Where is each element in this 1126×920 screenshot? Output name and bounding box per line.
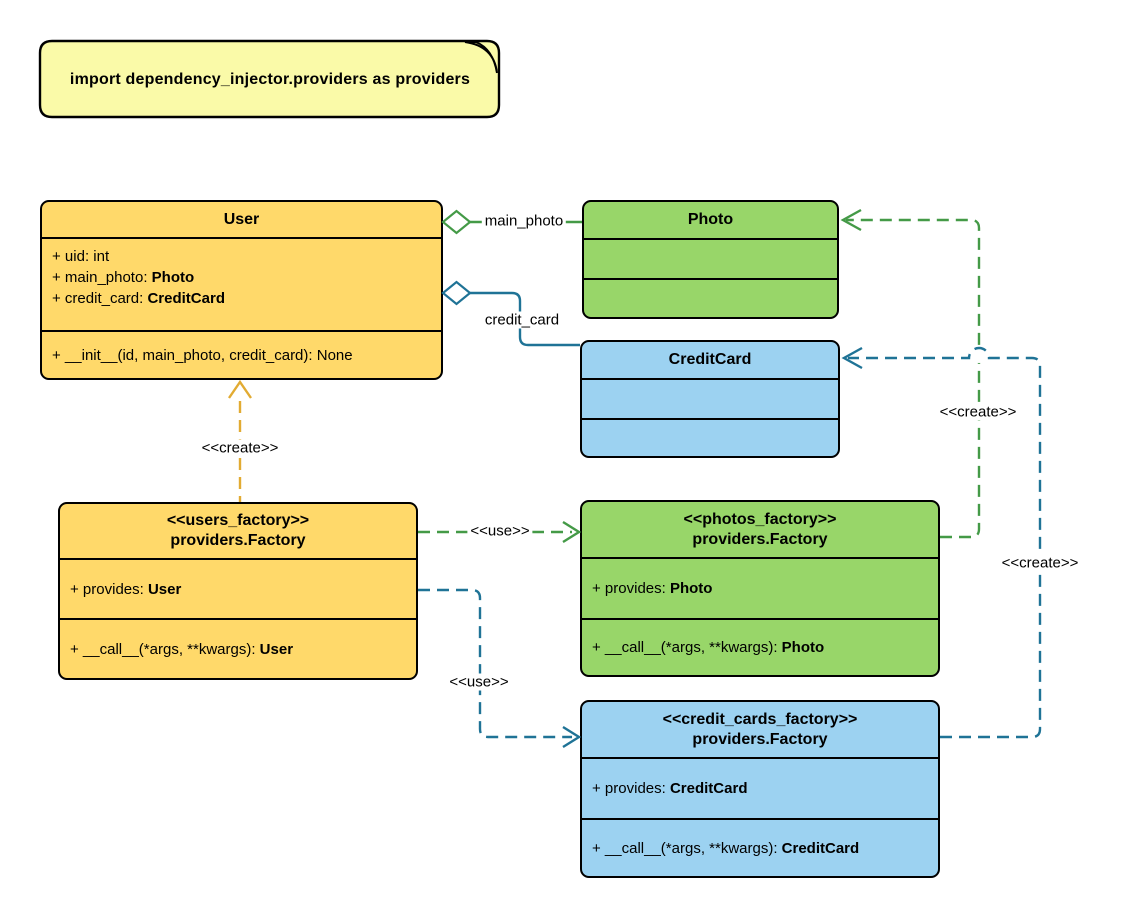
method-line: + __init__(id, main_photo, credit_card):… [52,346,353,364]
edge-label-create-photo: <<create>> [936,403,1020,421]
class-users-factory: <<users_factory>> providers.Factory + pr… [58,502,418,680]
edge-label-create-credit-card: <<create>> [998,554,1082,572]
class-photos-factory: <<photos_factory>> providers.Factory + p… [580,500,940,677]
edge-create-photo [840,208,981,539]
class-credit-cards-factory: <<credit_cards_factory>> providers.Facto… [580,700,940,878]
class-title-text: CreditCard [668,351,752,368]
class-users-factory-attributes: + provides: User [60,558,416,618]
class-photos-factory-attributes: + provides: Photo [582,557,938,618]
edge-use-credit-cards-factory [418,588,582,749]
class-title-text: User [223,210,260,228]
class-photos-factory-methods: + __call__(*args, **kwargs): Photo [582,618,938,675]
open-arrowhead-icon [562,520,582,544]
aggregation-diamond-icon [441,209,472,235]
class-credit-cards-factory-title: <<credit_cards_factory>> providers.Facto… [582,702,938,757]
attribute-line: + provides: User [70,580,182,598]
edge-label-main-photo: main_photo [481,212,567,230]
edge-label-use-credit-cards: <<use>> [446,673,512,691]
class-title-text: Photo [687,211,734,228]
class-user-title: User [42,202,441,237]
class-users-factory-title: <<users_factory>> providers.Factory [60,504,416,558]
class-title-text: providers.Factory [692,530,828,548]
class-user-methods: + __init__(id, main_photo, credit_card):… [42,330,441,378]
aggregation-diamond-icon [441,280,472,306]
open-arrowhead-icon [840,208,862,232]
attribute-line: + main_photo: Photo [52,269,195,286]
edge-label-create-user: <<create>> [198,439,282,457]
class-stereotype-text: <<users_factory>> [166,512,310,529]
method-line: + __call__(*args, **kwargs): User [70,640,294,658]
attribute-line: + provides: Photo [592,580,713,597]
edge-label-credit-card: credit_card [481,311,563,329]
class-credit-card-methods [582,418,838,456]
method-line: + __call__(*args, **kwargs): CreditCard [592,839,860,857]
edge-label-use-photos: <<use>> [467,522,533,540]
class-title-text: providers.Factory [692,730,828,748]
note-import-statement: import dependency_injector.providers as … [69,71,471,88]
class-user: User + uid: int + main_photo: Photo + cr… [40,200,443,380]
class-credit-card-title: CreditCard [582,342,838,378]
class-stereotype-text: <<photos_factory>> [683,510,837,528]
class-stereotype-text: <<credit_cards_factory>> [662,710,858,728]
attribute-line: + uid: int [52,248,110,265]
attribute-line: + credit_card: CreditCard [52,290,225,307]
attribute-line: + provides: CreditCard [592,780,748,797]
class-photo-title: Photo [584,202,837,238]
class-photo-attributes [584,238,837,278]
class-credit-cards-factory-attributes: + provides: CreditCard [582,757,938,818]
method-line: + __call__(*args, **kwargs): Photo [592,639,825,656]
class-credit-card-attributes [582,378,838,418]
class-photo-methods [584,278,837,317]
open-arrowhead-icon [228,379,252,399]
class-user-attributes: + uid: int + main_photo: Photo + credit_… [42,237,441,330]
open-arrowhead-icon [562,725,582,749]
class-credit-card: CreditCard [580,340,840,458]
class-users-factory-methods: + __call__(*args, **kwargs): User [60,618,416,678]
class-credit-cards-factory-methods: + __call__(*args, **kwargs): CreditCard [582,818,938,876]
class-photos-factory-title: <<photos_factory>> providers.Factory [582,502,938,557]
class-photo: Photo [582,200,839,319]
note-fold-icon [464,41,498,74]
open-arrowhead-icon [841,346,863,370]
class-title-text: providers.Factory [170,532,306,549]
